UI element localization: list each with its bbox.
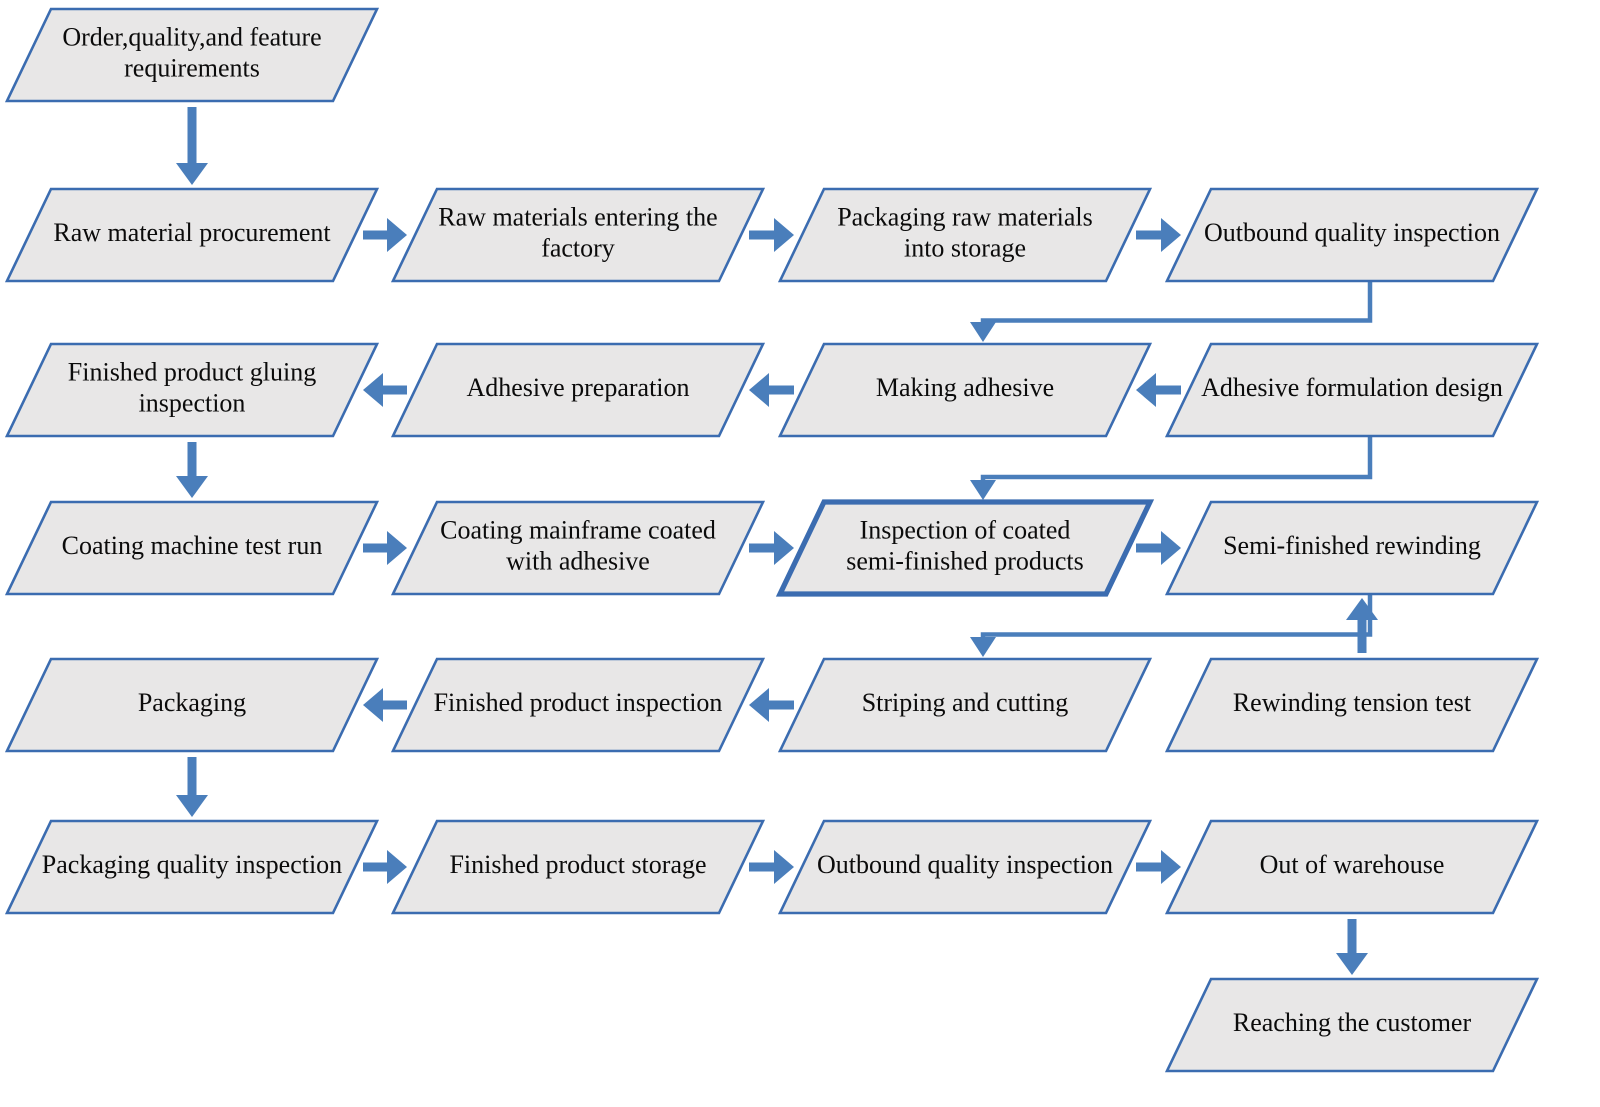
node-label: Outbound quality inspection xyxy=(817,850,1113,879)
flow-node[interactable]: Adhesive preparation xyxy=(390,342,766,438)
node-label: Packaging xyxy=(138,688,246,717)
connector-elbow xyxy=(980,436,1373,482)
flow-node[interactable]: Reaching the customer xyxy=(1164,977,1540,1073)
connector-arrowhead xyxy=(387,531,407,565)
node-parallelogram[interactable] xyxy=(1164,342,1540,438)
connector-arrowhead xyxy=(387,850,407,884)
node-parallelogram[interactable] xyxy=(777,819,1153,915)
connector-arrowhead xyxy=(1161,218,1181,252)
connector-arrowhead xyxy=(749,373,769,407)
node-label: Coating machine test run xyxy=(62,531,323,560)
node-label: Finished product storage xyxy=(449,850,706,879)
node-parallelogram[interactable] xyxy=(390,500,766,596)
node-parallelogram[interactable] xyxy=(390,342,766,438)
node-parallelogram[interactable] xyxy=(1164,500,1540,596)
connector-arrowhead xyxy=(1161,531,1181,565)
connector-arrowhead xyxy=(387,218,407,252)
node-parallelogram[interactable] xyxy=(777,657,1153,753)
node-label: Finished product inspection xyxy=(434,688,723,717)
node-parallelogram[interactable] xyxy=(390,187,766,283)
node-parallelogram[interactable] xyxy=(4,500,380,596)
flow-node[interactable]: Rewinding tension test xyxy=(1164,657,1540,753)
connector-arrowhead xyxy=(749,688,769,722)
node-parallelogram[interactable] xyxy=(775,499,1155,597)
connector-arrowhead xyxy=(774,850,794,884)
node-label: Making adhesive xyxy=(876,373,1054,402)
node-label: Rewinding tension test xyxy=(1233,688,1472,717)
flow-node[interactable]: Raw material procurement xyxy=(4,187,380,283)
node-parallelogram[interactable] xyxy=(777,187,1153,283)
node-parallelogram[interactable] xyxy=(4,819,380,915)
node-label: Out of warehouse xyxy=(1260,850,1445,879)
node-parallelogram[interactable] xyxy=(1164,819,1540,915)
flow-node[interactable]: Semi-finished rewinding xyxy=(1164,500,1540,596)
node-parallelogram[interactable] xyxy=(4,342,380,438)
node-label: Semi-finished rewinding xyxy=(1223,531,1481,560)
flow-node[interactable]: Finished product inspection xyxy=(390,657,766,753)
connector-arrowhead xyxy=(774,218,794,252)
flow-node[interactable]: Striping and cutting xyxy=(777,657,1153,753)
node-parallelogram[interactable] xyxy=(390,819,766,915)
flow-node[interactable]: Coating machine test run xyxy=(4,500,380,596)
node-parallelogram[interactable] xyxy=(1164,657,1540,753)
node-parallelogram[interactable] xyxy=(1164,977,1540,1073)
connector-arrowhead xyxy=(176,476,208,498)
connector-arrowhead xyxy=(1161,850,1181,884)
flow-node[interactable]: Out of warehouse xyxy=(1164,819,1540,915)
connector-arrowhead xyxy=(1336,953,1368,975)
flow-node[interactable]: Outbound quality inspection xyxy=(1164,187,1540,283)
node-label: Outbound quality inspection xyxy=(1204,218,1500,247)
connector-arrowhead xyxy=(176,163,208,185)
connector-elbow xyxy=(980,281,1373,324)
connector-elbow xyxy=(980,594,1373,639)
node-parallelogram[interactable] xyxy=(390,657,766,753)
node-parallelogram[interactable] xyxy=(4,187,380,283)
connector-arrowhead xyxy=(970,322,996,342)
node-parallelogram[interactable] xyxy=(1164,187,1540,283)
node-parallelogram[interactable] xyxy=(777,342,1153,438)
node-label: Packaging quality inspection xyxy=(42,850,342,879)
connector-arrowhead xyxy=(774,531,794,565)
flow-node[interactable]: Adhesive formulation design xyxy=(1164,342,1540,438)
flow-node[interactable]: Packaging quality inspection xyxy=(4,819,380,915)
node-label: Striping and cutting xyxy=(862,688,1069,717)
flow-node[interactable]: Packaging xyxy=(4,657,380,753)
connector-arrowhead xyxy=(363,373,383,407)
flow-node[interactable]: Making adhesive xyxy=(777,342,1153,438)
flow-node[interactable]: Outbound quality inspection xyxy=(777,819,1153,915)
node-parallelogram[interactable] xyxy=(4,7,380,103)
connector-layer xyxy=(176,107,1378,975)
node-parallelogram[interactable] xyxy=(4,657,380,753)
flow-node[interactable]: Finished product storage xyxy=(390,819,766,915)
node-label: Adhesive formulation design xyxy=(1201,373,1503,402)
connector-arrowhead xyxy=(1346,598,1378,620)
connector-arrowhead xyxy=(1136,373,1156,407)
connector-arrowhead xyxy=(363,688,383,722)
node-label: Reaching the customer xyxy=(1233,1008,1472,1037)
connector-arrowhead xyxy=(970,637,996,657)
node-label: Raw material procurement xyxy=(53,218,331,247)
node-label: Adhesive preparation xyxy=(466,373,689,402)
connector-arrowhead xyxy=(176,795,208,817)
connector-arrowhead xyxy=(970,480,996,500)
